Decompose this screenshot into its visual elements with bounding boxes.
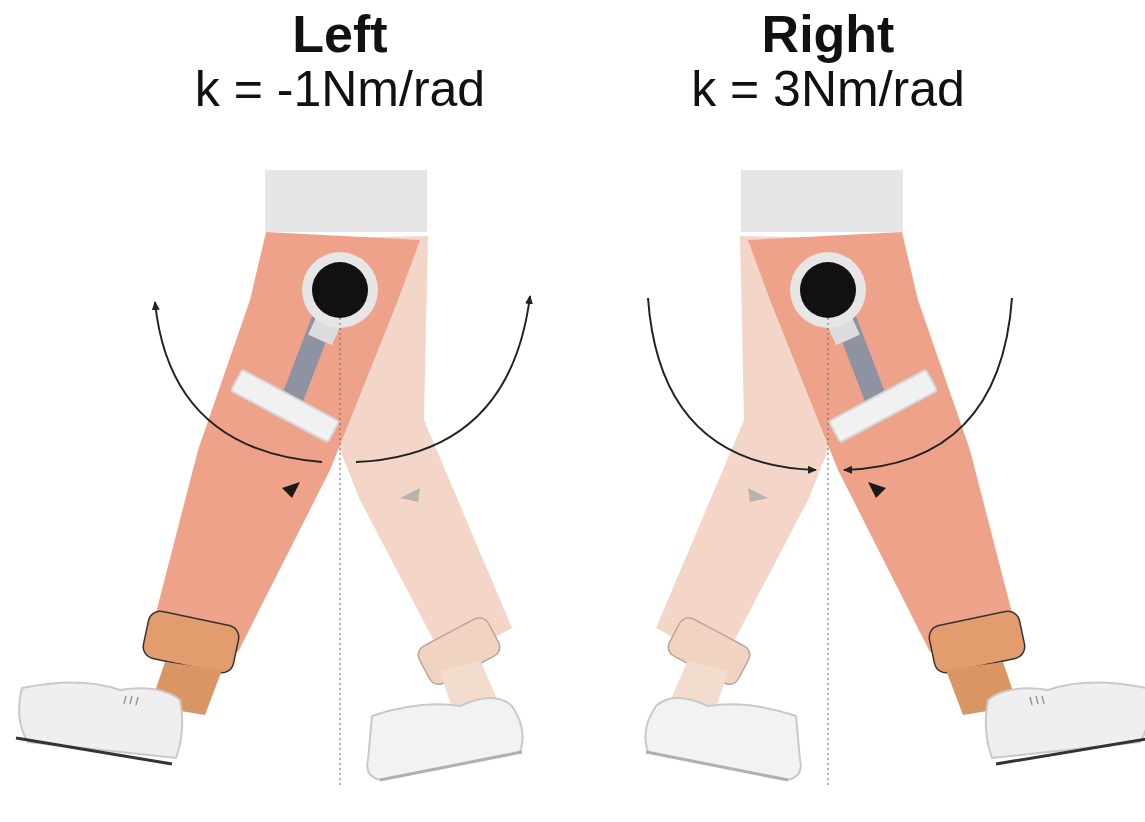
- stiffness-value: k = 3Nm/rad: [691, 62, 965, 117]
- right-figure: [645, 170, 1145, 788]
- torque-arrow: [356, 296, 530, 462]
- panel-heading: Right: [762, 6, 895, 63]
- torque-arrow: [648, 298, 816, 470]
- torque-arrow: [155, 302, 322, 462]
- torque-arrow: [844, 298, 1012, 470]
- left-figure: [16, 170, 523, 788]
- panel-heading: Left: [292, 6, 387, 63]
- stiffness-value: k = -1Nm/rad: [195, 62, 485, 117]
